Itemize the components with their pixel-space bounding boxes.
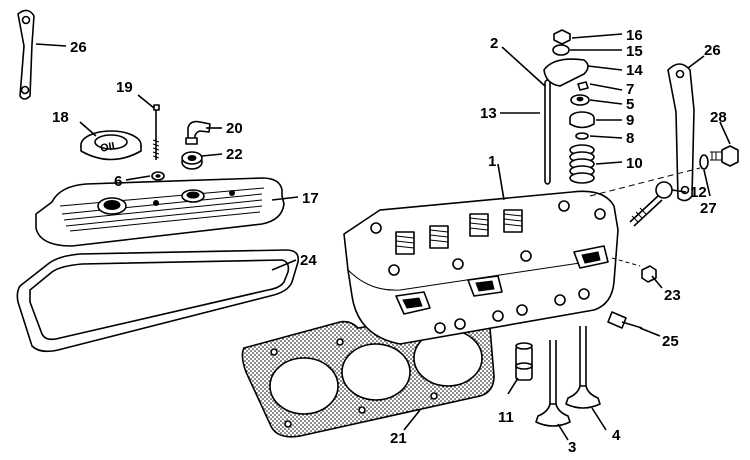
valve-cover-gasket [16,249,300,353]
temperature-sender [607,311,643,329]
bracket-bolt [710,145,739,167]
callout-28: 28 [710,109,727,126]
callout-4: 4 [612,427,621,444]
o-ring [575,132,589,140]
callout-1: 1 [488,153,496,170]
grommet [181,151,203,170]
valve-spring [569,144,595,184]
callout-20: 20 [226,120,243,137]
callout-19: 19 [116,79,133,96]
callout-25: 25 [662,333,679,350]
callout-22: 22 [226,146,243,163]
callout-9: 9 [626,112,634,129]
callout-23: 23 [664,287,681,304]
callout-24: 24 [300,252,317,269]
elbow-fitting [185,120,211,145]
callout-26-left: 26 [70,39,87,56]
rocker-ball [552,44,570,56]
callout-labels: 26 18 19 20 22 6 17 24 21 2 13 1 16 15 1… [52,27,727,456]
valve-keepers [577,81,589,91]
callout-18: 18 [52,109,69,126]
callout-27: 27 [700,200,717,217]
exhaust-valve [565,326,601,409]
callout-7: 7 [626,81,634,98]
lifting-bracket-left [17,9,35,100]
lifting-bracket-right [667,63,695,202]
callout-14: 14 [626,62,643,79]
leader-lines [35,33,731,441]
rocker-assembly [543,29,595,184]
callout-21: 21 [390,430,407,447]
stud-bolt [152,104,160,160]
oil-filler-cap: OIL [80,130,142,161]
cylinder-head [343,190,619,345]
valve-cover [35,177,285,247]
callout-26-right: 26 [704,42,721,59]
callout-3: 3 [568,439,576,455]
intake-valve [535,340,571,427]
valve-guide [515,342,533,381]
callout-2: 2 [490,35,498,52]
callout-8: 8 [626,130,634,147]
callout-11: 11 [498,409,514,426]
installed-valve-springs [395,209,523,255]
rocker-arm [543,58,589,87]
callout-17: 17 [302,190,319,207]
callout-6: 6 [114,173,122,190]
callout-10: 10 [626,155,643,172]
callout-12: 12 [690,184,707,201]
callout-13: 13 [480,105,497,122]
pipe-plug [641,265,657,283]
lock-washer [699,154,709,170]
head-bolt [629,181,673,227]
alignment-line [589,167,701,197]
rocker-nut [553,29,571,45]
callout-15: 15 [626,43,643,60]
callout-5: 5 [626,96,634,113]
pushrod [544,79,551,185]
cylinder-head-gasket [241,309,495,438]
oil-cap-label: OIL [99,140,119,155]
callout-16: 16 [626,27,643,44]
washer-6 [151,171,165,181]
